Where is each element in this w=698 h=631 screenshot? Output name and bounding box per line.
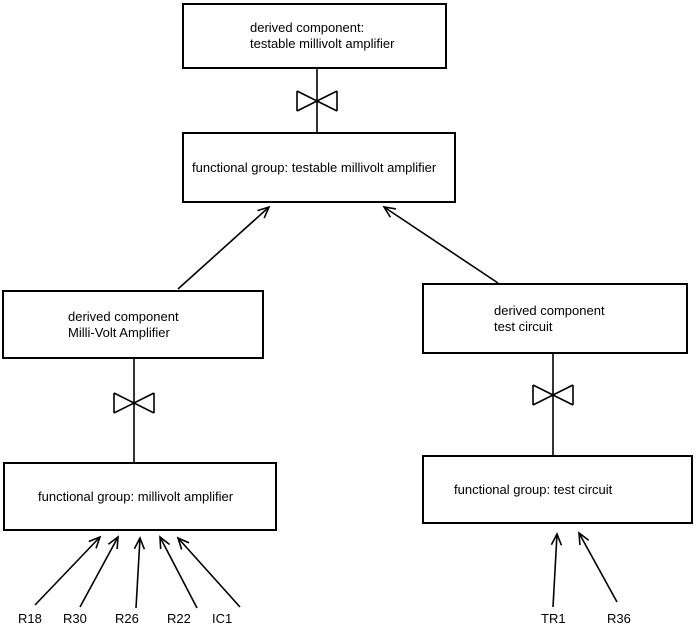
leaf-arrow-r36 [578, 531, 618, 603]
node-derived-milli-volt-amplifier: derived component Milli-Volt Amplifier [2, 290, 264, 359]
node-label-line: testable millivolt amplifier [250, 36, 395, 51]
leaf-arrow-r30 [79, 535, 119, 608]
bowtie-icon-left [113, 392, 155, 414]
leaf-label-r30: R30 [63, 611, 87, 626]
leaf-label-ic1: IC1 [212, 611, 233, 626]
node-label-line: functional group: millivolt amplifier [38, 488, 234, 504]
generalization-arrow-left [177, 205, 271, 290]
node-functional-group-testable-millivolt-amplifier: functional group: testable millivolt amp… [182, 132, 456, 203]
node-label-line: derived component [494, 302, 605, 318]
leaf-label-r26: R26 [115, 611, 139, 626]
leaf-label-r22: R22 [167, 611, 191, 626]
node-functional-group-millivolt-amplifier: functional group: millivolt amplifier [3, 462, 277, 531]
leaf-arrow-r18 [34, 535, 102, 606]
leaf-arrow-r26 [133, 536, 146, 609]
node-label-line: test circuit [494, 318, 553, 334]
node-label-line: Milli-Volt Amplifier [68, 324, 170, 340]
node-derived-testable-millivolt-amplifier: derived component: testable millivolt am… [182, 3, 447, 69]
leaf-arrow-tr1 [550, 532, 563, 608]
bowtie-icon-top [296, 90, 338, 112]
generalization-arrow-right [382, 205, 499, 284]
leaf-arrow-r22 [159, 535, 198, 609]
node-functional-group-test-circuit: functional group: test circuit [422, 455, 693, 524]
bowtie-icon-right [532, 384, 574, 406]
leaf-label-r18: R18 [18, 611, 42, 626]
leaf-label-r36: R36 [607, 611, 631, 626]
node-derived-test-circuit: derived component test circuit [422, 283, 688, 354]
node-label-line: functional group: testable millivolt amp… [192, 159, 437, 175]
node-label-line: derived component: [250, 20, 365, 35]
leaf-label-tr1: TR1 [541, 611, 566, 626]
leaf-arrow-ic1 [176, 536, 241, 608]
node-label-line: derived component [68, 308, 179, 324]
node-label-line: functional group: test circuit [454, 481, 613, 497]
